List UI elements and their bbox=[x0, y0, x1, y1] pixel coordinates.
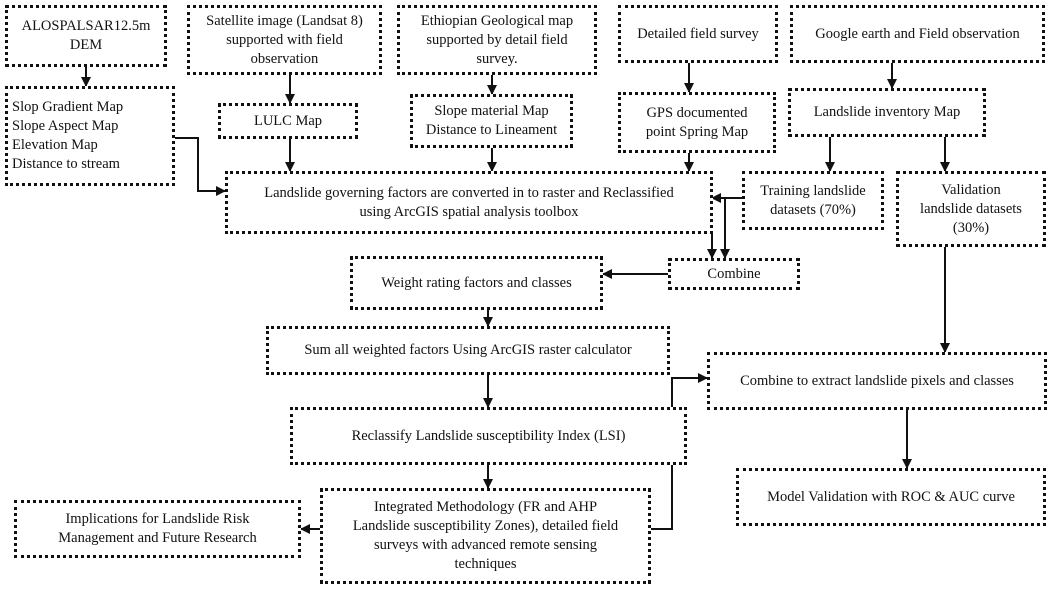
sum-weighted-label: Sum all weighted factors Using ArcGIS ra… bbox=[304, 342, 632, 358]
field-survey-label: Detailed field survey bbox=[637, 25, 759, 42]
implications-label: Implications for Landslide Risk Manageme… bbox=[58, 511, 257, 546]
geology-source-label: Ethiopian Geological map supported by de… bbox=[420, 12, 574, 67]
gps-spring-map-label: GPS documented point Spring Map bbox=[645, 104, 749, 140]
reclassify-lsi-label: Reclassify Landslide susceptibility Inde… bbox=[351, 427, 626, 444]
arrow-training-to-combine bbox=[720, 197, 742, 259]
governing-factors-box: Landslide governing factors are converte… bbox=[225, 171, 713, 234]
reclassify-lsi-box: Reclassify Landslide susceptibility Inde… bbox=[290, 407, 687, 465]
combine-box: Combine bbox=[668, 258, 800, 290]
training-datasets-label: Training landslide datasets (70%) bbox=[760, 182, 866, 218]
landslide-inventory-box: Landslide inventory Map bbox=[788, 88, 986, 137]
integrated-methodology-box: Integrated Methodology (FR and AHP Lands… bbox=[320, 488, 651, 584]
model-validation-box: Model Validation with ROC & AUC curve bbox=[736, 468, 1046, 526]
google-earth-box: Google earth and Field observation bbox=[790, 5, 1045, 63]
combine-extract-box: Combine to extract landslide pixels and … bbox=[707, 352, 1047, 410]
integrated-methodology-label: Integrated Methodology (FR and AHP Lands… bbox=[352, 499, 619, 572]
weight-rating-label: Weight rating factors and classes bbox=[381, 274, 572, 291]
lulc-map-box: LULC Map bbox=[218, 103, 358, 139]
geology-source-box: Ethiopian Geological map supported by de… bbox=[397, 5, 597, 75]
training-datasets-box: Training landslide datasets (70%) bbox=[742, 171, 884, 230]
gps-spring-map-box: GPS documented point Spring Map bbox=[618, 92, 776, 153]
satellite-source-label: Satellite image (Landsat 8) supported wi… bbox=[206, 12, 363, 67]
satellite-source-box: Satellite image (Landsat 8) supported wi… bbox=[187, 5, 382, 75]
terrain-maps-box: Slop Gradient Map Slope Aspect Map Eleva… bbox=[5, 86, 175, 186]
dem-source-label: ALOSPALSAR12.5m DEM bbox=[21, 18, 151, 53]
model-validation-label: Model Validation with ROC & AUC curve bbox=[767, 488, 1015, 505]
implications-box: Implications for Landslide Risk Manageme… bbox=[14, 500, 301, 558]
combine-label: Combine bbox=[707, 265, 761, 282]
slope-material-box: Slope material Map Distance to Lineament bbox=[410, 94, 573, 148]
validation-datasets-box: Validation landslide datasets (30%) bbox=[896, 171, 1046, 247]
validation-datasets-label: Validation landslide datasets (30%) bbox=[920, 181, 1022, 236]
slope-material-label: Slope material Map Distance to Lineament bbox=[425, 103, 558, 138]
terrain-maps-label: Slop Gradient Map Slope Aspect Map Eleva… bbox=[12, 99, 124, 172]
field-survey-box: Detailed field survey bbox=[618, 5, 778, 63]
combine-extract-label: Combine to extract landslide pixels and … bbox=[740, 372, 1014, 389]
arrow-terrain-to-governing bbox=[174, 137, 226, 196]
landslide-inventory-label: Landslide inventory Map bbox=[813, 104, 961, 120]
governing-factors-label: Landslide governing factors are converte… bbox=[264, 184, 674, 220]
google-earth-label: Google earth and Field observation bbox=[815, 25, 1020, 42]
dem-source-box: ALOSPALSAR12.5m DEM bbox=[5, 5, 167, 67]
sum-weighted-box: Sum all weighted factors Using ArcGIS ra… bbox=[266, 326, 670, 375]
weight-rating-box: Weight rating factors and classes bbox=[350, 256, 603, 310]
lulc-map-label: LULC Map bbox=[253, 112, 323, 129]
